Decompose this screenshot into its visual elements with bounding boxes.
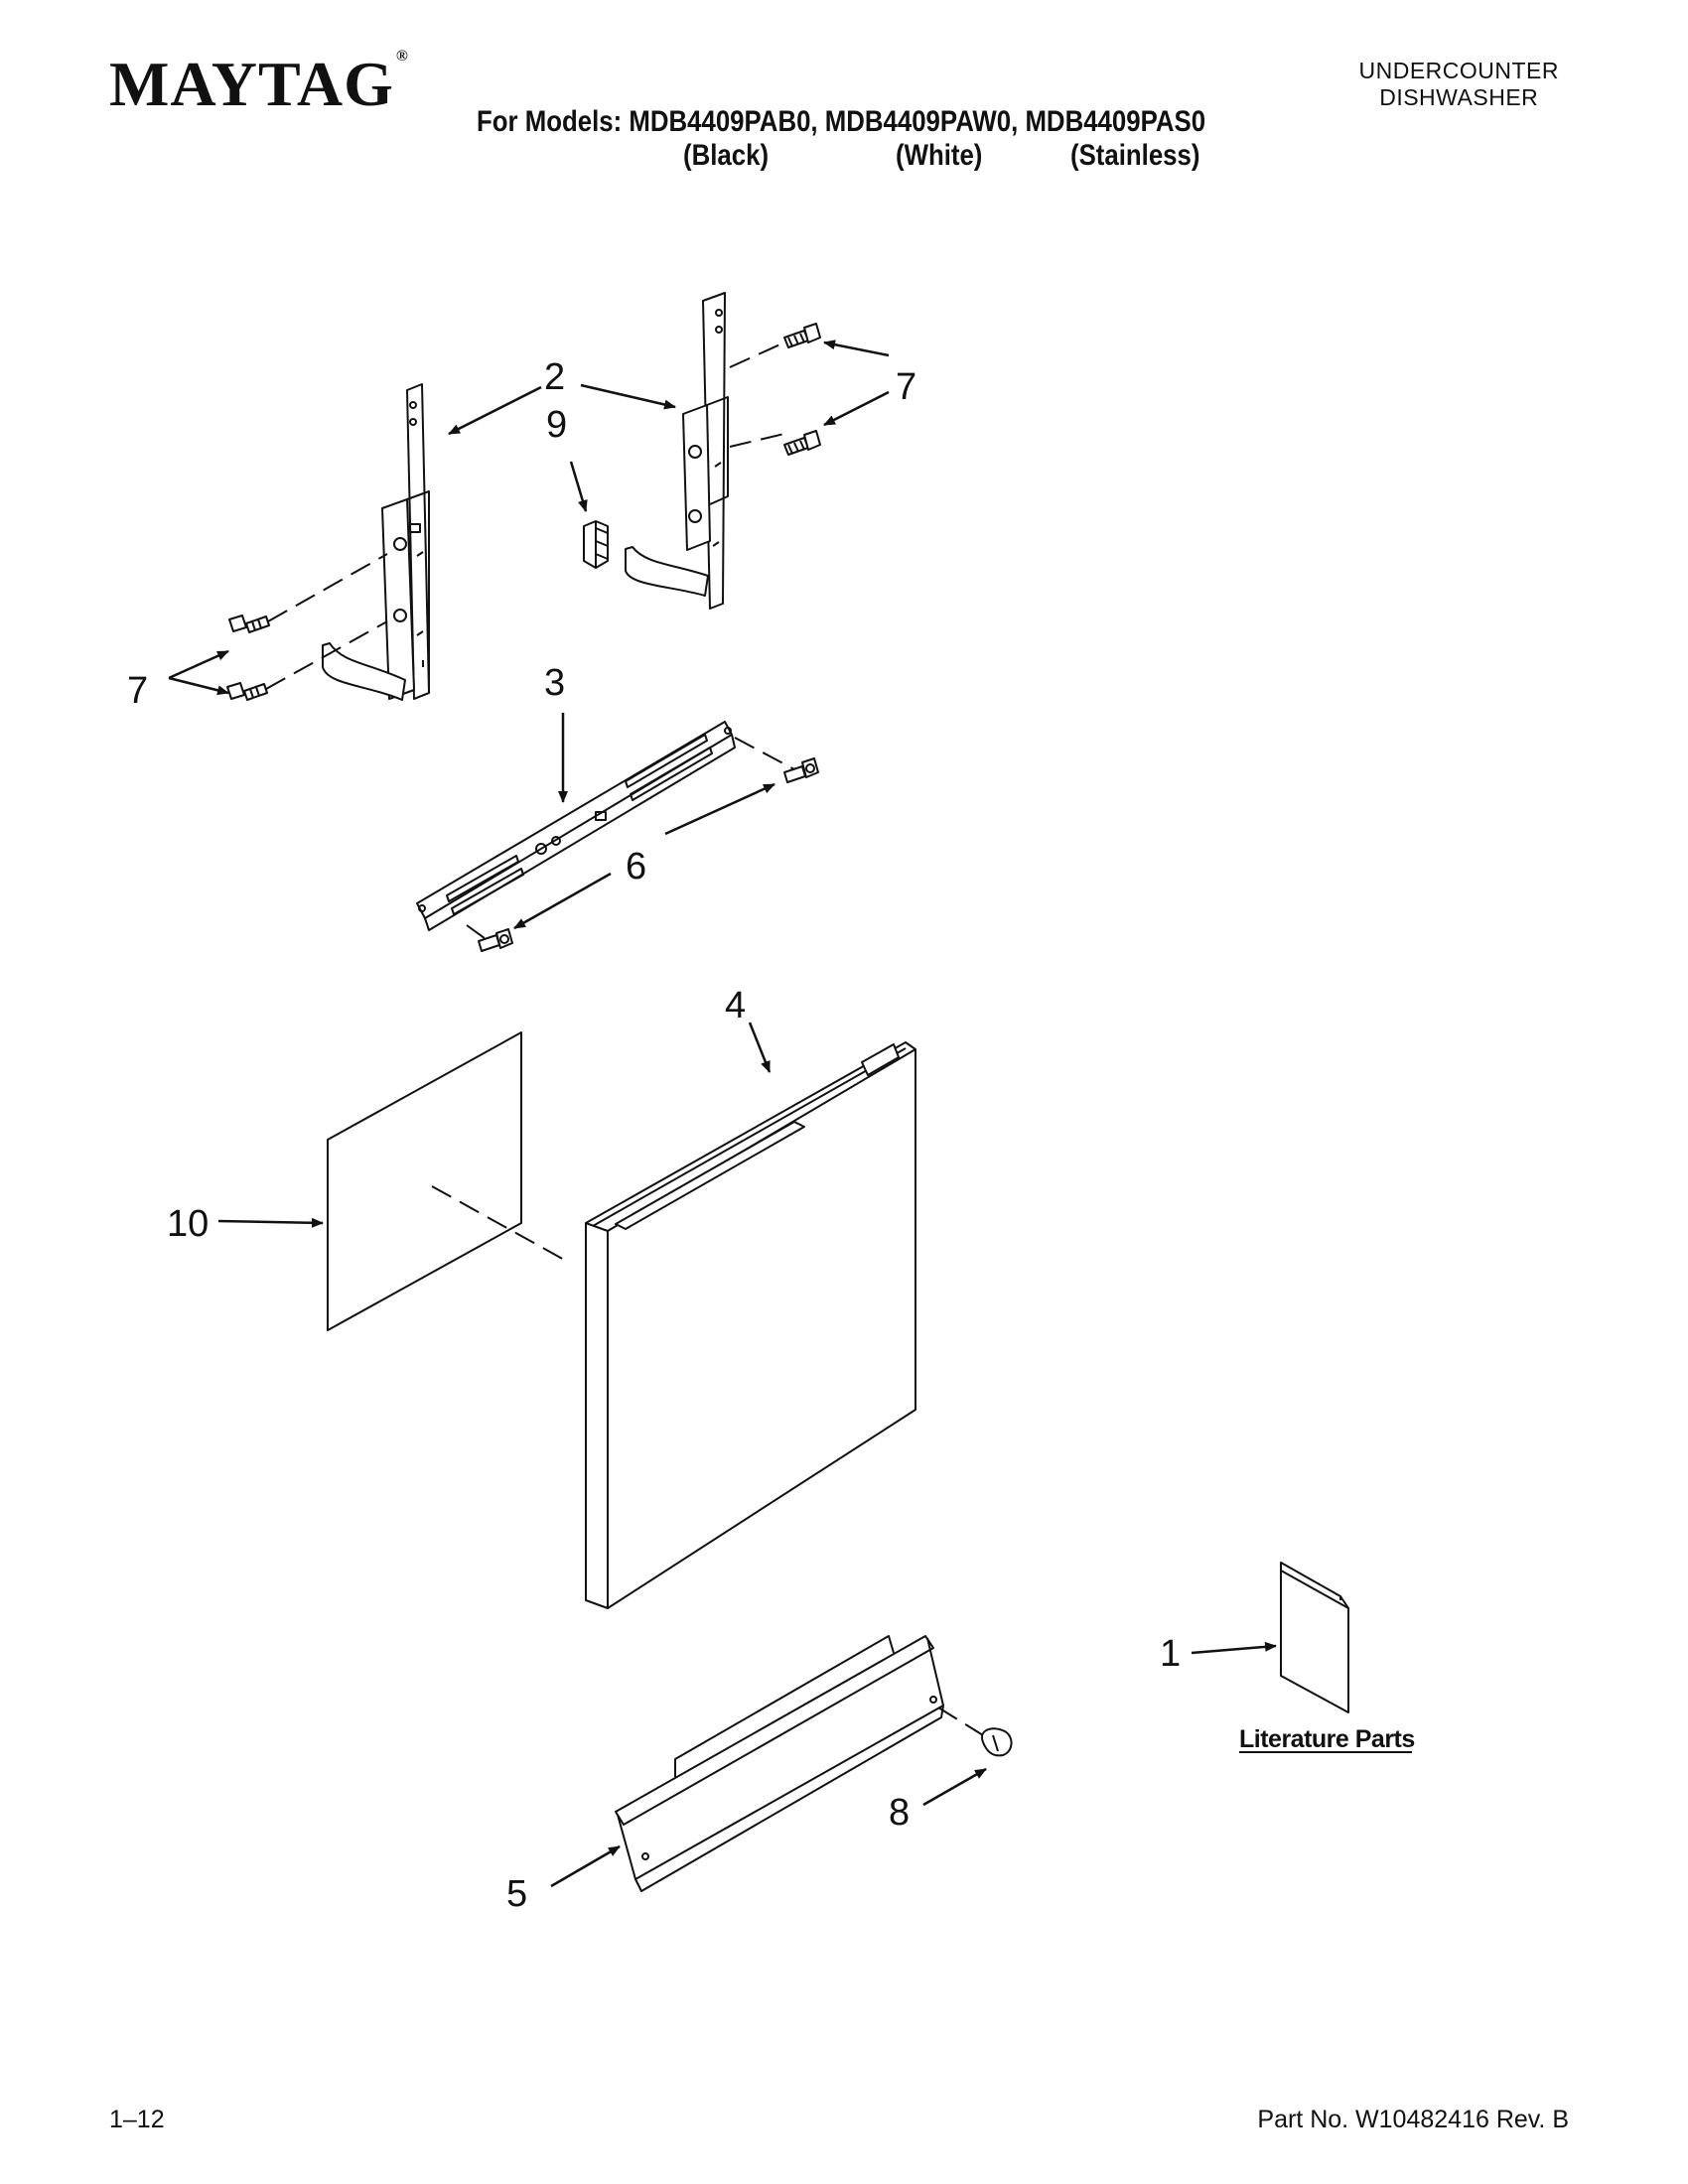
brace-screw-left xyxy=(478,928,513,952)
screw-left-lower xyxy=(226,682,268,701)
brand-logo: MAYTAG® xyxy=(109,48,409,121)
callout-4: 4 xyxy=(725,985,746,1026)
callout-2: 2 xyxy=(544,356,565,398)
callout-5: 5 xyxy=(506,1873,527,1915)
product-type: UNDERCOUNTER DISHWASHER xyxy=(1359,58,1560,111)
page-number: 1–12 xyxy=(109,2106,165,2133)
screw-left-upper xyxy=(228,614,270,633)
models-line: For Models: MDB4409PAB0, MDB4409PAW0, MD… xyxy=(477,105,1206,138)
right-mounting-bracket xyxy=(625,292,729,610)
screw-right-upper xyxy=(783,323,821,348)
literature-parts-label: Literature Parts xyxy=(1239,1725,1415,1753)
callout-1: 1 xyxy=(1160,1633,1181,1675)
callout-7-right: 7 xyxy=(896,366,916,408)
registered-mark: ® xyxy=(395,48,409,65)
callout-arrows xyxy=(168,340,1277,1888)
variant-stainless: (Stainless) xyxy=(1070,139,1200,172)
toe-panel xyxy=(615,1635,944,1892)
callout-10: 10 xyxy=(167,1203,209,1245)
literature-booklet xyxy=(1280,1562,1349,1713)
door-bumper-part xyxy=(583,520,609,569)
brace-screw-right xyxy=(783,757,819,783)
product-type-line1: UNDERCOUNTER xyxy=(1358,58,1559,83)
variant-white: (White) xyxy=(896,139,983,172)
door-panel xyxy=(585,1041,916,1609)
product-type-line2: DISHWASHER xyxy=(1379,84,1539,110)
callout-8: 8 xyxy=(889,1792,910,1834)
assembly-guide-lines xyxy=(265,341,984,1736)
toe-panel-screw xyxy=(981,1727,1013,1757)
callout-7-left: 7 xyxy=(127,670,148,712)
callout-6: 6 xyxy=(626,846,646,887)
callout-3: 3 xyxy=(544,662,565,704)
screw-right-lower xyxy=(783,430,821,456)
variant-black: (Black) xyxy=(683,139,770,172)
left-mounting-bracket xyxy=(322,383,430,701)
brand-name: MAYTAG xyxy=(109,49,394,119)
callout-9: 9 xyxy=(546,404,567,446)
door-decal-sheet xyxy=(327,1031,522,1331)
part-number: Part No. W10482416 Rev. B xyxy=(1257,2106,1569,2133)
door-brace-bar xyxy=(416,721,736,931)
